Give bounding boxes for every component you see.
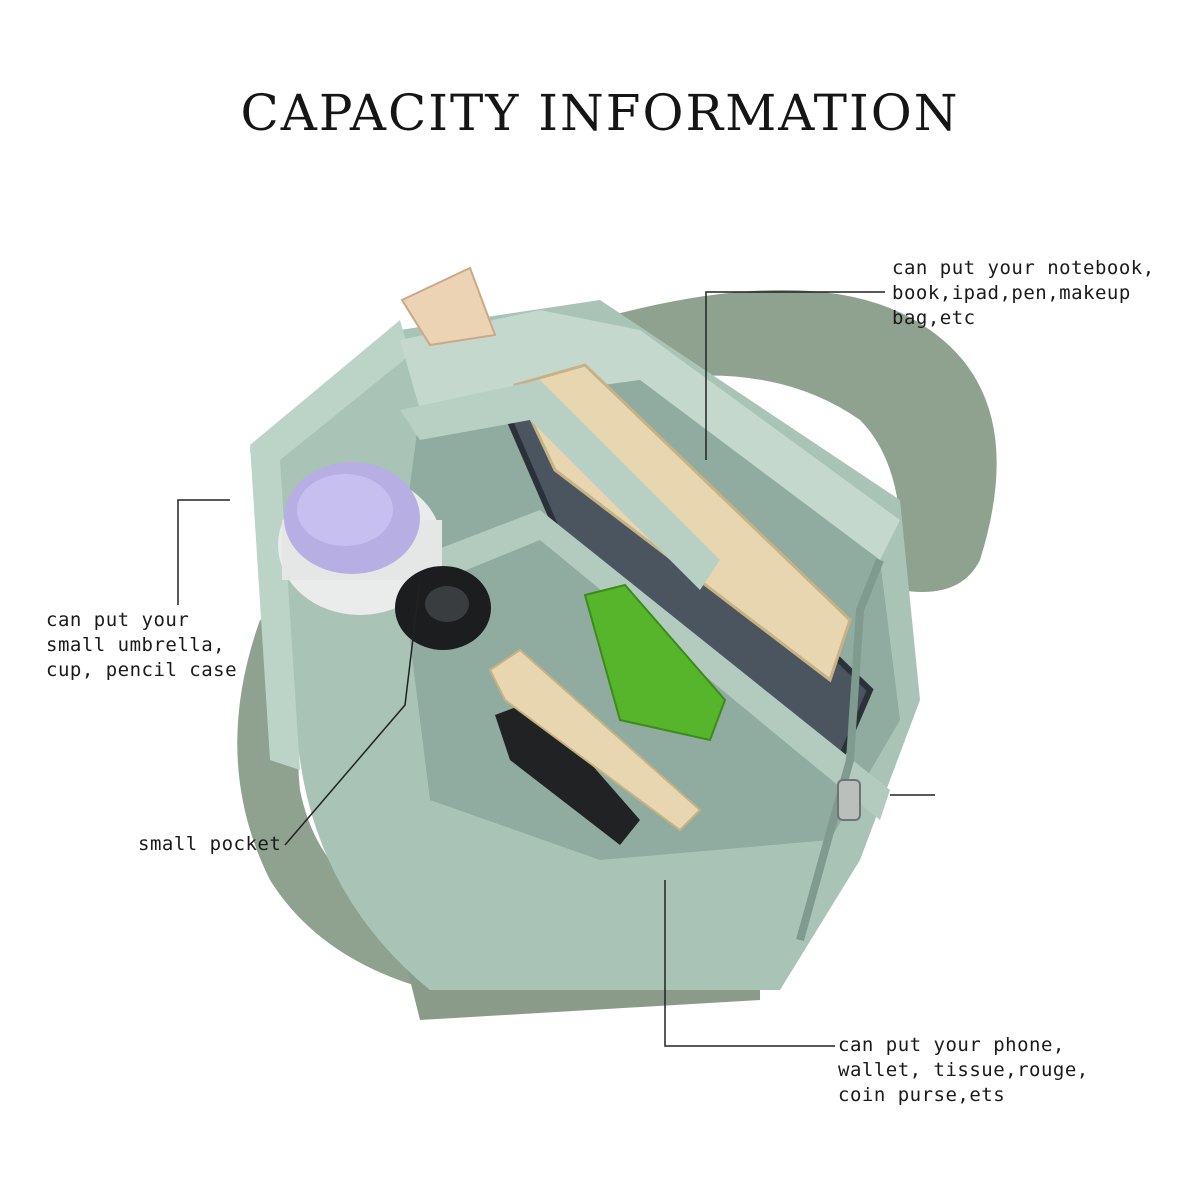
callout-pocket: small pocket	[138, 832, 281, 857]
callout-line-notebook	[705, 291, 885, 460]
callout-line-phone	[664, 880, 835, 1047]
callout-notebook: can put your notebook, book,ipad,pen,mak…	[892, 256, 1155, 331]
umbrella-cap	[425, 586, 469, 622]
callout-notebook-line: book,ipad,pen,makeup	[892, 282, 1131, 304]
tissue-pack	[583, 583, 727, 742]
leather-tab	[400, 266, 497, 347]
callout-phone-line: coin purse,ets	[838, 1084, 1006, 1106]
left-handle-strap	[237, 620, 661, 1000]
bag-inner-back	[400, 310, 900, 560]
page-title: CAPACITY INFORMATION	[240, 84, 960, 142]
zipper-line	[796, 558, 884, 942]
callout-phone-line: wallet, tissue,rouge,	[838, 1059, 1089, 1081]
callout-notebook-line: can put your notebook,	[892, 257, 1155, 279]
callout-pocket-line: small pocket	[138, 833, 282, 855]
callout-umbrella: can put your small umbrella, cup, pencil…	[46, 608, 237, 683]
callout-line-umbrella	[177, 499, 230, 605]
callout-umbrella-line: can put your	[46, 609, 190, 631]
small-notebook	[488, 648, 702, 832]
callout-phone-line: can put your phone,	[838, 1034, 1065, 1056]
bag-left-rim	[250, 320, 410, 770]
callout-line-pocket	[284, 579, 421, 846]
middle-divider	[400, 380, 720, 590]
zipper-pull	[837, 779, 861, 821]
callout-umbrella-line: small umbrella,	[46, 634, 226, 656]
cup-lid-highlight	[297, 474, 393, 546]
callout-umbrella-line: cup, pencil case	[46, 659, 238, 681]
callout-phone: can put your phone, wallet, tissue,rouge…	[838, 1033, 1089, 1108]
callout-notebook-line: bag,etc	[892, 307, 976, 329]
phone	[495, 700, 640, 845]
